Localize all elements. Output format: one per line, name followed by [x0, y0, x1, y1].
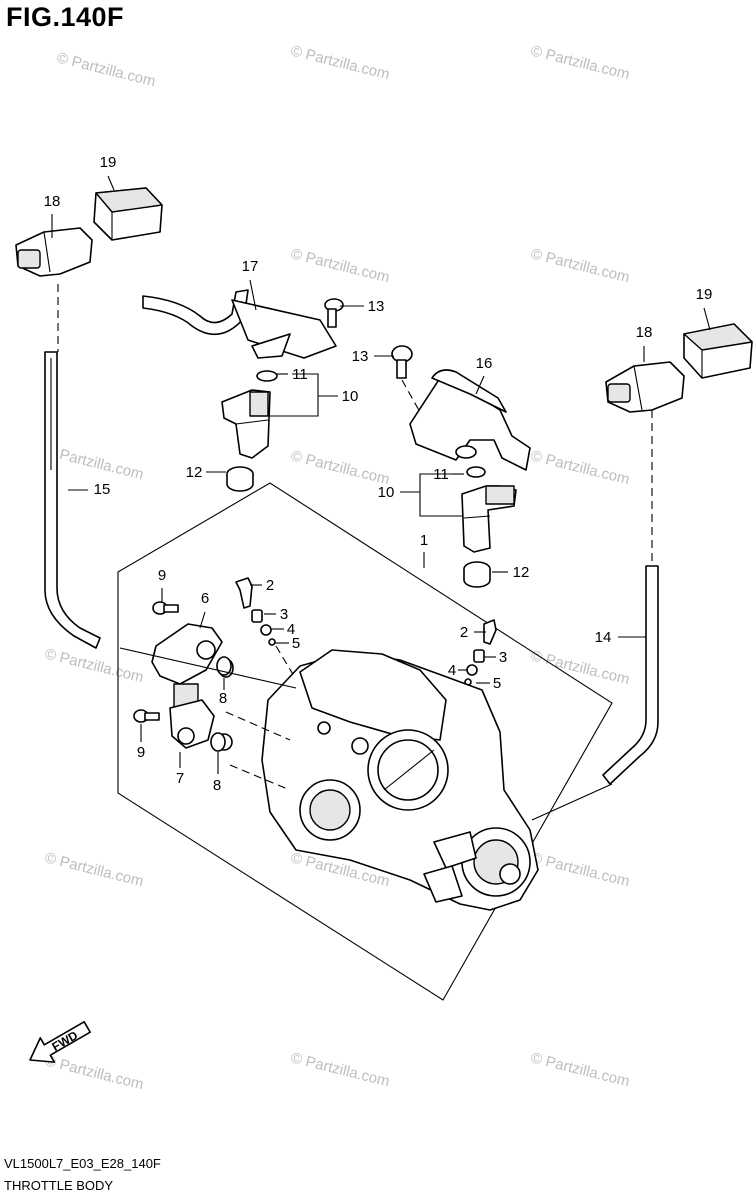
adjuster-screw-left — [235, 577, 319, 717]
watermark: © Partzilla.com — [43, 849, 145, 890]
callout-c1: 1 — [420, 532, 428, 549]
callout-c5a: 5 — [292, 635, 300, 652]
watermark: © Partzilla.com — [529, 245, 631, 286]
watermark: © Partzilla.com — [43, 442, 145, 483]
watermark: © Partzilla.com — [529, 447, 631, 488]
screw-9-lower — [133, 709, 160, 723]
callout-c13a: 13 — [368, 298, 385, 315]
callout-c9b: 9 — [137, 744, 145, 761]
screw-9-upper — [152, 601, 179, 615]
seal-12-left — [226, 466, 254, 492]
watermark: © Partzilla.com — [289, 1049, 391, 1090]
callout-c13b: 13 — [352, 348, 369, 365]
watermark: © Partzilla.com — [529, 42, 631, 83]
callout-c6: 6 — [201, 590, 209, 607]
hose-14 — [602, 410, 659, 785]
callout-c3b: 3 — [499, 649, 507, 666]
callout-c2b: 2 — [460, 624, 468, 641]
watermark: © Partzilla.com — [55, 49, 157, 90]
callout-c9a: 9 — [158, 567, 166, 584]
callout-c8b: 8 — [213, 777, 221, 794]
throttle-body-1 — [119, 647, 613, 911]
sensor-18-left — [15, 227, 93, 277]
callout-c11b: 11 — [433, 466, 449, 483]
screw-13-mid — [391, 345, 431, 431]
callout-c12b: 12 — [513, 564, 530, 581]
callout-c18a: 18 — [44, 193, 61, 210]
callout-c16: 16 — [476, 355, 493, 372]
callout-c17: 17 — [242, 258, 259, 275]
injector-10-right — [461, 466, 517, 553]
callout-c3a: 3 — [280, 606, 288, 623]
sensor-7 — [169, 683, 233, 751]
fuel-pipe-16 — [409, 369, 531, 471]
callout-c8a: 8 — [219, 690, 227, 707]
watermark: © Partzilla.com — [289, 42, 391, 83]
watermark: © Partzilla.com — [289, 447, 391, 488]
callout-c12a: 12 — [186, 464, 203, 481]
watermark: © Partzilla.com — [529, 849, 631, 890]
callout-c4b: 4 — [448, 662, 456, 679]
watermark: © Partzilla.com — [529, 1049, 631, 1090]
connector-19-left — [93, 187, 163, 241]
watermark: © Partzilla.com — [43, 645, 145, 686]
callout-c7: 7 — [176, 770, 184, 787]
seal-12-right — [463, 561, 491, 588]
callout-c14: 14 — [595, 629, 612, 646]
connector-19-right — [683, 323, 753, 379]
callout-c2a: 2 — [266, 577, 274, 594]
callout-c10b: 10 — [378, 484, 395, 501]
fuel-pipe-17 — [142, 289, 337, 359]
footer-assembly-name: THROTTLE BODY — [4, 1178, 114, 1193]
callout-c10a: 10 — [342, 388, 359, 405]
callout-c15: 15 — [94, 481, 111, 498]
sensor-18-right — [605, 361, 685, 413]
footer-diagram-code: VL1500L7_E03_E28_140F — [4, 1156, 161, 1171]
injector-10-left — [221, 370, 278, 459]
leader-lines — [51, 175, 711, 774]
callout-c11a: 11 — [292, 366, 308, 383]
watermark: © Partzilla.com — [43, 1052, 145, 1093]
screw-13-top — [324, 298, 344, 328]
hose-15 — [44, 284, 101, 649]
callout-c19b: 19 — [696, 286, 713, 303]
watermark: © Partzilla.com — [289, 245, 391, 286]
o-ring-8-lower — [210, 732, 226, 752]
callout-c19a: 19 — [100, 154, 117, 171]
callout-c4a: 4 — [287, 621, 295, 638]
callout-c18b: 18 — [636, 324, 653, 341]
figure-title: FIG.140F — [6, 2, 125, 32]
callout-c5b: 5 — [493, 675, 501, 692]
